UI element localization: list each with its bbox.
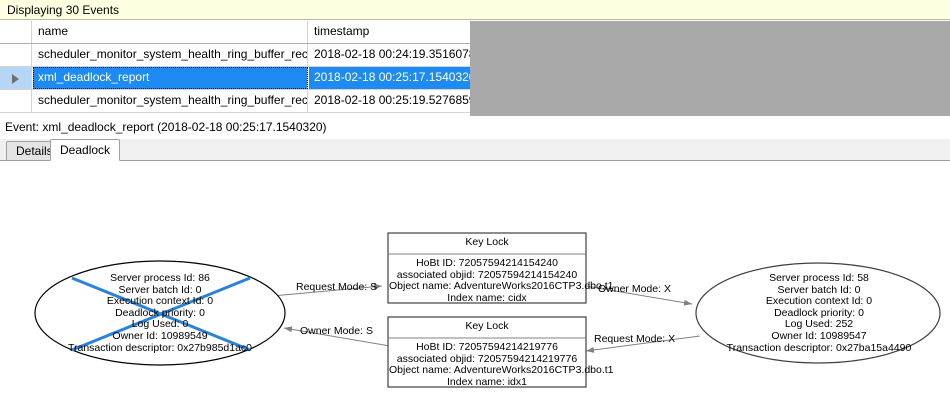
cell-timestamp[interactable]: 2018-02-18 00:24:19.3516078 [314,47,470,61]
column-header-timestamp[interactable]: timestamp [314,24,370,38]
edge-label-left-owner: Owner Mode: S [300,325,373,337]
row-selector[interactable] [0,44,32,66]
events-count-banner: Displaying 30 Events [0,0,950,20]
events-grid-background: name timestamp scheduler_monitor_system_… [0,21,950,116]
deadlock-graph-svg [34,232,941,388]
table-row[interactable]: scheduler_monitor_system_health_ring_buf… [0,44,470,67]
edge-label-right-request: Request Mode: X [594,333,676,345]
bottom-key-lock-title-text: Key Lock [465,320,509,332]
top-key-lock-node[interactable] [387,232,587,304]
right-process-line-5: Owner Id: 10989547 [771,329,867,342]
bottom-key-lock-line-2: Object name: AdventureWorks2016CTP3.dbo.… [389,364,614,377]
edge-label-left-request: Request Mode: S [296,281,378,293]
detail-tabstrip: Details Deadlock [0,139,950,161]
deadlock-graph-canvas[interactable]: Server process Id: 86 Server batch Id: 0… [0,160,950,400]
left-process-node[interactable] [34,260,286,366]
left-process-line-1: Server batch Id: 0 [118,283,202,296]
right-process-line-3: Deadlock priority: 0 [774,306,864,319]
tab-deadlock[interactable]: Deadlock [50,139,121,161]
edge-right-owner [585,285,693,306]
right-process-line-6: Transaction descriptor: 0x27ba15a4490 [726,341,912,354]
bottom-key-lock-node[interactable] [387,316,587,388]
top-key-lock-line-2: Object name: AdventureWorks2016CTP3.dbo.… [389,280,614,293]
row-selector[interactable] [0,90,32,112]
left-process-line-0: Server process Id: 86 [110,272,210,284]
bottom-key-lock-line-1: associated objid: 72057594214219776 [396,352,578,365]
cell-timestamp[interactable]: 2018-02-18 00:25:17.1540320 [309,67,470,89]
bottom-key-lock-line-3: Index name: idx1 [447,375,527,388]
right-process-line-0: Server process Id: 58 [769,272,869,284]
events-grid[interactable]: name timestamp scheduler_monitor_system_… [0,21,470,116]
events-count-label: Displaying 30 Events [7,3,120,17]
edge-left-owner [283,326,391,347]
right-process-line-2: Execution context Id: 0 [765,295,873,308]
cell-name[interactable]: scheduler_monitor_system_health_ring_buf… [33,90,308,112]
top-key-lock-title: Key Lock [389,236,585,249]
table-row[interactable]: scheduler_monitor_system_health_ring_buf… [0,90,470,113]
top-key-lock-line-3: Index name: cidx [447,291,527,304]
top-key-lock-details: HoBt ID: 72057594214154240 associated ob… [389,257,614,304]
table-row[interactable]: xml_deadlock_report 2018-02-18 00:25:17.… [0,67,470,90]
bottom-key-lock-line-0: HoBt ID: 72057594214219776 [416,341,558,353]
cell-timestamp[interactable]: 2018-02-18 00:25:19.5276859 [314,93,470,107]
left-process-details: Server process Id: 86 Server batch Id: 0… [35,272,285,354]
edge-right-request [585,335,701,353]
left-process-line-5: Owner Id: 10989549 [112,329,208,342]
left-process-line-2: Execution context Id: 0 [106,295,214,308]
right-process-line-1: Server batch Id: 0 [777,283,861,296]
bottom-key-lock-title: Key Lock [389,320,585,333]
event-caption-bar: Event: xml_deadlock_report (2018-02-18 0… [0,117,950,137]
row-selector[interactable] [0,67,32,89]
header-selector-cell [0,21,32,43]
cell-name[interactable]: scheduler_monitor_system_health_ring_buf… [33,44,308,66]
cell-name[interactable]: xml_deadlock_report [33,67,308,89]
right-process-line-4: Log Used: 252 [784,318,854,331]
left-process-line-4: Log Used: 0 [131,318,189,331]
top-key-lock-line-1: associated objid: 72057594214154240 [396,268,578,281]
column-header-name[interactable]: name [33,21,308,43]
current-row-triangle-icon [12,74,19,84]
edge-left-request [271,283,383,297]
right-process-details: Server process Id: 58 Server batch Id: 0… [695,272,943,354]
left-process-line-6: Transaction descriptor: 0x27b985d1ac0 [67,341,253,354]
right-process-node[interactable] [695,262,941,364]
top-key-lock-line-0: HoBt ID: 72057594214154240 [416,257,558,269]
grid-header-row: name timestamp [0,21,470,44]
event-caption: Event: xml_deadlock_report (2018-02-18 0… [5,120,327,134]
top-key-lock-title-text: Key Lock [465,236,509,248]
left-process-line-3: Deadlock priority: 0 [115,306,205,319]
bottom-key-lock-details: HoBt ID: 72057594214219776 associated ob… [389,341,614,388]
victim-x-icon [71,276,251,352]
edge-label-right-owner: Owner Mode: X [598,283,671,295]
